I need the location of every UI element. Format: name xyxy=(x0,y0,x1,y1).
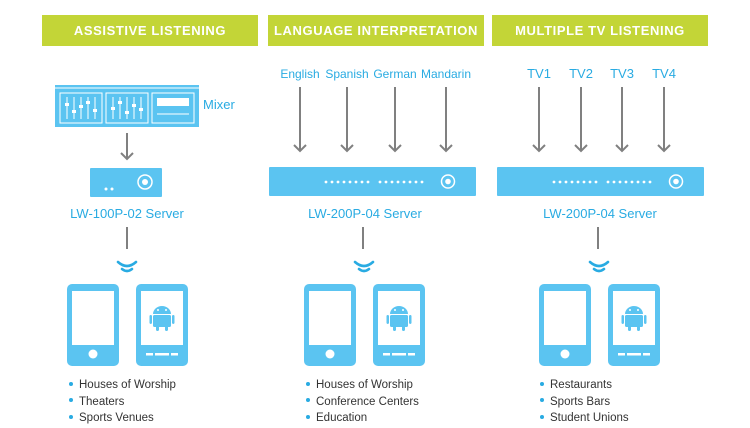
input-label-tv4: TV4 xyxy=(652,66,676,81)
venue-list-1: Houses of Worship Theaters Sports Venues xyxy=(69,377,176,427)
list-item: Restaurants xyxy=(540,377,629,394)
bullet-icon xyxy=(540,381,544,386)
input-label-german: German xyxy=(373,67,417,81)
list-item: Houses of Worship xyxy=(69,377,176,394)
bullet-icon xyxy=(69,398,73,403)
input-label-tv2: TV2 xyxy=(569,66,593,81)
venue-list-3: Restaurants Sports Bars Student Unions xyxy=(540,377,629,427)
bullet-icon xyxy=(540,414,544,419)
android-phone-icon xyxy=(136,284,188,366)
input-label-mandarin: Mandarin xyxy=(420,67,472,81)
bullet-icon xyxy=(306,414,310,419)
venue-list-2: Houses of Worship Conference Centers Edu… xyxy=(306,377,419,427)
iphone-icon xyxy=(304,284,356,366)
android-phone-icon xyxy=(608,284,660,366)
bullet-icon xyxy=(69,381,73,386)
connector-line xyxy=(126,227,128,249)
header-multiple-tv-listening: MULTIPLE TV LISTENING xyxy=(492,15,708,46)
list-item: Sports Bars xyxy=(540,394,629,411)
wifi-signal-icon xyxy=(588,260,610,273)
wifi-signal-icon xyxy=(116,260,138,273)
arrow-down-icon xyxy=(657,87,671,153)
list-item: Conference Centers xyxy=(306,394,419,411)
server-lw-200p-04-icon xyxy=(497,167,704,196)
wifi-signal-icon xyxy=(353,260,375,273)
list-item: Houses of Worship xyxy=(306,377,419,394)
arrow-down-icon xyxy=(388,87,402,153)
bullet-icon xyxy=(69,414,73,419)
iphone-icon xyxy=(67,284,119,366)
mixer-icon xyxy=(55,85,199,127)
server-label-1: LW-100P-02 Server xyxy=(70,206,184,221)
list-item: Education xyxy=(306,410,419,427)
arrow-down-icon xyxy=(293,87,307,153)
header-language-interpretation: LANGUAGE INTERPRETATION xyxy=(268,15,484,46)
input-label-tv1: TV1 xyxy=(527,66,551,81)
list-item: Student Unions xyxy=(540,410,629,427)
server-label-2: LW-200P-04 Server xyxy=(308,206,422,221)
bullet-icon xyxy=(306,398,310,403)
header-assistive-listening: ASSISTIVE LISTENING xyxy=(42,15,258,46)
arrow-down-icon xyxy=(574,87,588,153)
input-label-tv3: TV3 xyxy=(610,66,634,81)
mixer-label: Mixer xyxy=(203,97,235,112)
connector-line xyxy=(597,227,599,249)
bullet-icon xyxy=(306,381,310,386)
iphone-icon xyxy=(539,284,591,366)
arrow-down-icon xyxy=(120,133,134,161)
android-phone-icon xyxy=(373,284,425,366)
list-item: Sports Venues xyxy=(69,410,176,427)
bullet-icon xyxy=(540,398,544,403)
input-label-english: English xyxy=(280,67,320,81)
arrow-down-icon xyxy=(340,87,354,153)
arrow-down-icon xyxy=(439,87,453,153)
list-item: Theaters xyxy=(69,394,176,411)
connector-line xyxy=(362,227,364,249)
server-lw-200p-04-icon xyxy=(269,167,476,196)
input-label-spanish: Spanish xyxy=(325,67,369,81)
server-label-3: LW-200P-04 Server xyxy=(543,206,657,221)
arrow-down-icon xyxy=(532,87,546,153)
arrow-down-icon xyxy=(615,87,629,153)
server-lw-100p-02-icon xyxy=(90,168,162,197)
